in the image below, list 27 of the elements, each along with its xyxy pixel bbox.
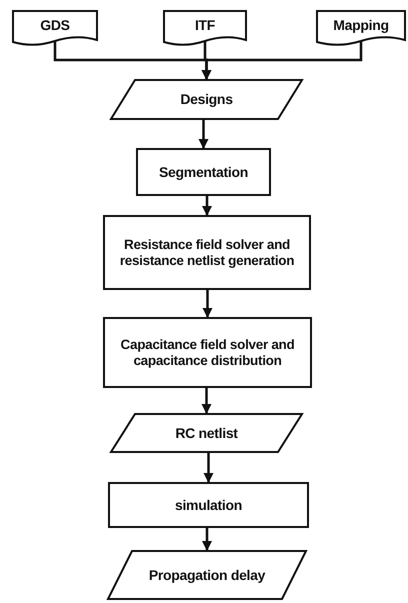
node-label: GDS bbox=[40, 16, 70, 34]
data-parallelogram bbox=[110, 79, 303, 120]
node-label: Resistance field solver and resistance netlist generation bbox=[118, 236, 296, 268]
arrow bbox=[198, 120, 208, 149]
process-box bbox=[103, 317, 312, 388]
arrow bbox=[202, 388, 212, 414]
arrow bbox=[202, 528, 212, 551]
process-box bbox=[136, 148, 271, 196]
document-shape bbox=[163, 10, 247, 46]
node-label: Mapping bbox=[333, 16, 389, 34]
document-shape bbox=[316, 10, 406, 46]
arrow bbox=[202, 290, 212, 318]
node-label: Designs bbox=[180, 91, 233, 108]
node-label: ITF bbox=[194, 16, 216, 34]
process-box bbox=[108, 482, 309, 528]
node-label: Propagation delay bbox=[148, 566, 266, 584]
node-label: simulation bbox=[174, 496, 242, 514]
arrow bbox=[204, 453, 214, 483]
arrow bbox=[202, 41, 362, 80]
arrow bbox=[202, 196, 212, 216]
node-label: RC netlist bbox=[175, 424, 238, 442]
node-label: Capacitance field solver and capacitance distribution bbox=[120, 336, 296, 368]
process-box bbox=[103, 215, 311, 290]
document-shape bbox=[12, 10, 98, 46]
node-label: Segmentation bbox=[159, 164, 248, 180]
data-parallelogram bbox=[107, 550, 307, 600]
data-parallelogram bbox=[110, 413, 303, 453]
